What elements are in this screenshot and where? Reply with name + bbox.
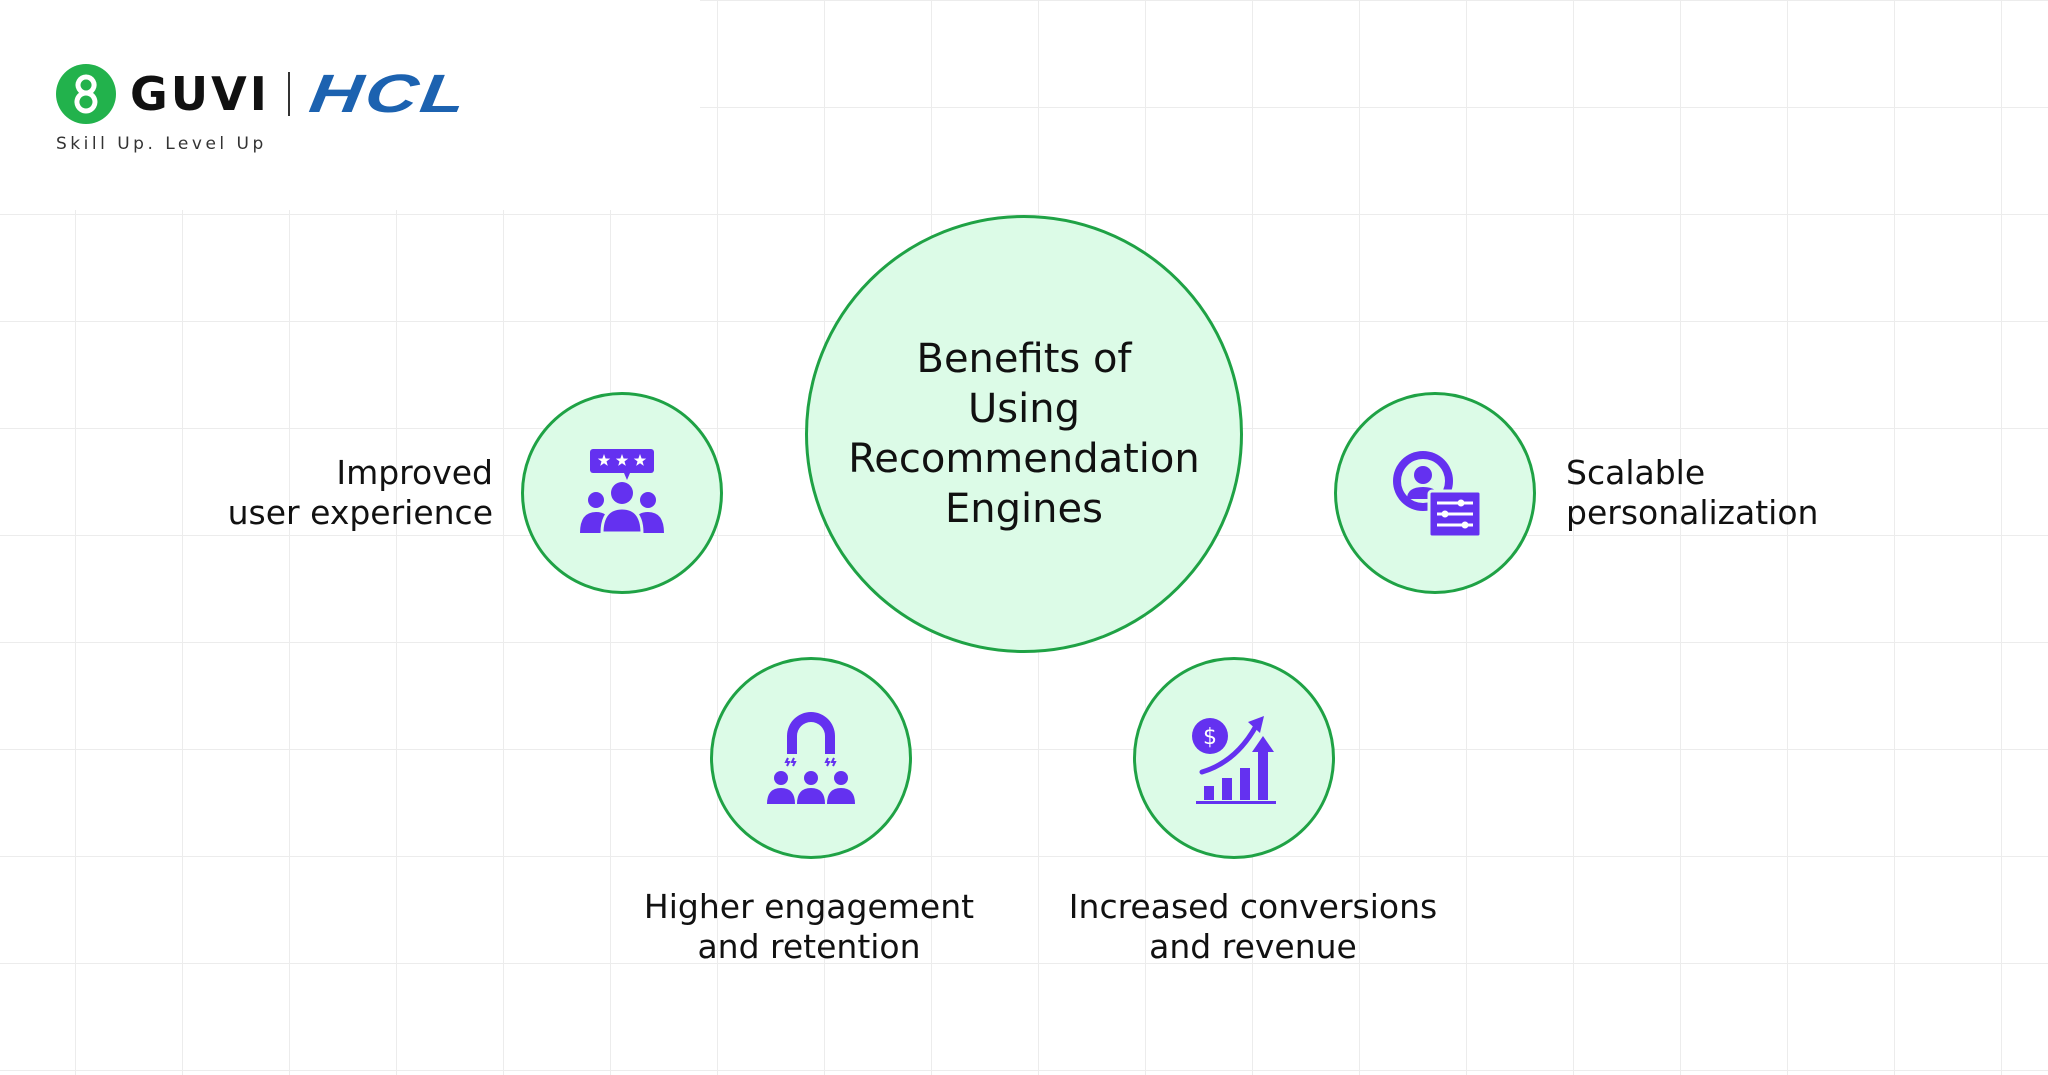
diagram-title: Benefits of Using Recommendation Engines: [824, 334, 1224, 534]
benefit-label-personalization: Scalable personalization: [1566, 453, 1818, 533]
label-line: Increased conversions: [1068, 887, 1438, 926]
label-line: and retention: [697, 927, 921, 966]
benefit-label-engagement: Higher engagement and retention: [609, 887, 1009, 967]
label-line: Improved: [336, 453, 493, 492]
benefit-circle-engagement: [710, 657, 912, 859]
revenue-growth-chart-icon: $: [1192, 716, 1276, 804]
magnet-attracting-people-icon: [767, 712, 855, 804]
hcl-wordmark: HCL: [305, 64, 472, 124]
benefit-circle-user-experience: [521, 392, 723, 594]
benefit-circle-revenue: $: [1133, 657, 1335, 859]
brand-logo: GUVI HCL: [56, 64, 472, 124]
benefit-label-user-experience: Improved user experience: [228, 453, 493, 533]
benefit-label-revenue: Increased conversions and revenue: [1043, 887, 1463, 967]
logo-area: GUVI HCL Skill Up. Level Up: [0, 0, 700, 210]
center-circle: Benefits of Using Recommendation Engines: [805, 215, 1243, 653]
title-line: Engines: [945, 486, 1103, 532]
label-line: personalization: [1566, 493, 1819, 532]
title-line: Using: [968, 386, 1080, 432]
benefit-circle-personalization: [1334, 392, 1536, 594]
label-line: and revenue: [1149, 927, 1357, 966]
title-line: Benefits of: [916, 336, 1132, 382]
user-rating-group-icon: [580, 449, 664, 535]
label-line: Scalable: [1566, 453, 1706, 492]
guvi-logo-icon: [56, 64, 116, 124]
label-line: Higher engagement: [643, 887, 975, 926]
title-line: Recommendation: [848, 436, 1200, 482]
svg-text:$: $: [1203, 725, 1217, 750]
label-line: user experience: [227, 493, 493, 532]
user-settings-panel-icon: [1393, 451, 1483, 539]
brand-tagline: Skill Up. Level Up: [56, 134, 267, 154]
guvi-wordmark: GUVI: [130, 67, 270, 121]
logo-divider: [287, 72, 290, 116]
